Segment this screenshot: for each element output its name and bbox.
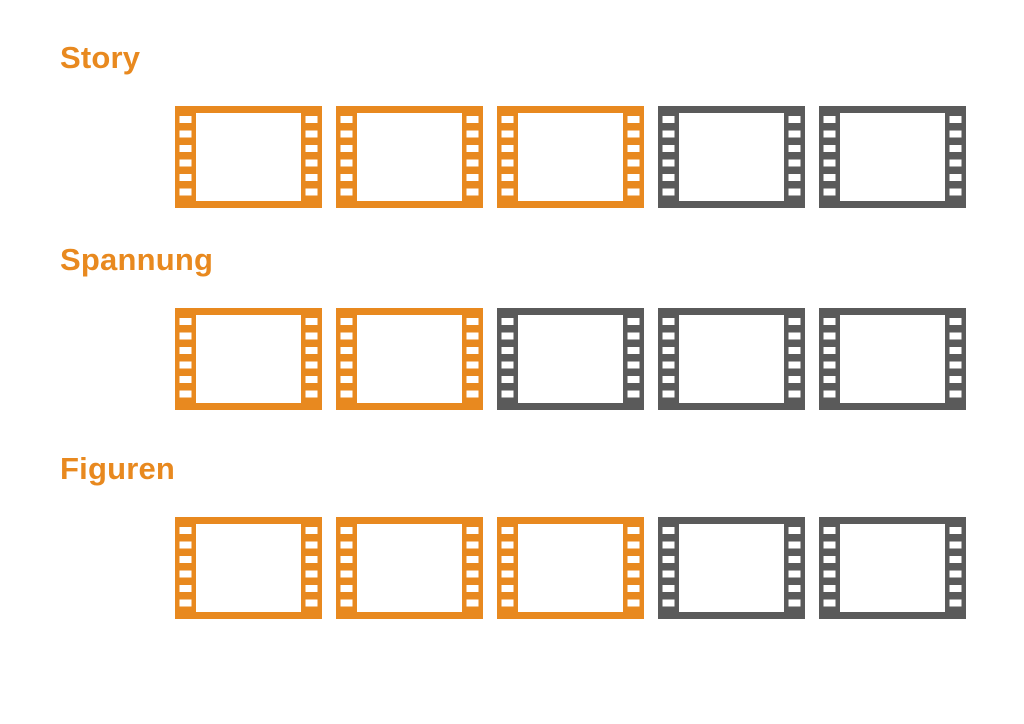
film-rating-row	[175, 106, 966, 208]
film-rating-row	[175, 308, 966, 410]
film-frame-icon-empty	[658, 308, 805, 410]
film-frame-icon-filled	[336, 517, 483, 619]
film-frame-icon-empty	[819, 517, 966, 619]
film-frame-icon-filled	[175, 517, 322, 619]
film-frame-icon-filled	[336, 106, 483, 208]
film-frame-icon-filled	[336, 308, 483, 410]
film-frame-icon-filled	[175, 308, 322, 410]
film-frame-icon-empty	[819, 308, 966, 410]
section-title: Figuren	[60, 451, 176, 486]
film-frame-icon-empty	[658, 517, 805, 619]
film-frame-icon-empty	[658, 106, 805, 208]
film-frame-icon-filled	[497, 106, 644, 208]
film-frame-icon-empty	[819, 106, 966, 208]
film-frame-icon-empty	[497, 308, 644, 410]
film-frame-icon-filled	[497, 517, 644, 619]
section-title: Story	[60, 40, 141, 75]
film-frame-icon-filled	[175, 106, 322, 208]
film-rating-row	[175, 517, 966, 619]
section-title: Spannung	[60, 242, 214, 277]
